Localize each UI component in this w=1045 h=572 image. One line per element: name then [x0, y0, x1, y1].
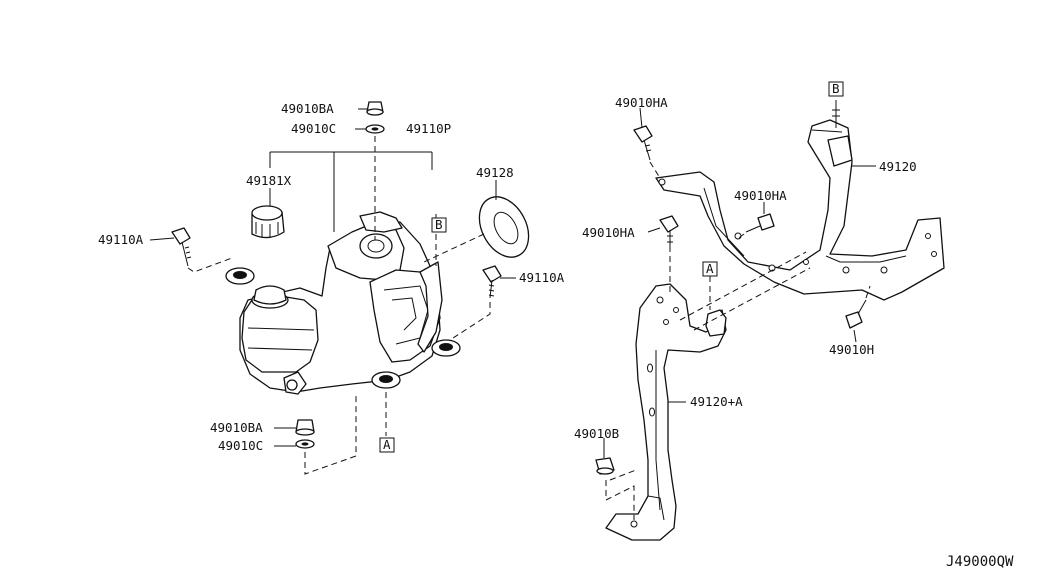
power-steering-pump-assembly: [225, 211, 461, 395]
callout-49010c-bottom: 49010C: [218, 438, 263, 453]
callout-49010ba-bottom: 49010BA: [210, 420, 263, 435]
nut-49010b: [595, 457, 615, 475]
nut-top: [366, 101, 384, 116]
callout-49120a: 49120+A: [690, 394, 743, 409]
callout-49010h: 49010H: [829, 342, 874, 357]
ref-box-b-bracket: B: [828, 81, 844, 97]
diagram-code: J49000QW: [946, 554, 1014, 570]
bolt-49010ha-mid: [745, 213, 775, 233]
ref-box-a-bracket: A: [702, 261, 718, 277]
ref-letter: B: [832, 81, 840, 96]
bolt-49010ha-left: [659, 215, 679, 252]
washer-bottom: [295, 439, 315, 449]
callout-49120: 49120: [879, 159, 917, 174]
bolt-49010ha-top: [633, 125, 653, 161]
bracket-lower: [605, 283, 727, 541]
bolt-right: [482, 265, 502, 299]
callout-49110p: 49110P: [406, 121, 451, 136]
ref-box-a-pump: A: [379, 437, 395, 453]
grommet-bottom: [371, 371, 401, 389]
ref-letter: A: [706, 261, 714, 276]
reservoir-cap: [251, 205, 285, 239]
bracket-upper: [655, 119, 945, 301]
washer-top: [365, 124, 385, 134]
callout-49010ha-top: 49010HA: [615, 95, 668, 110]
grommet-right: [431, 339, 461, 357]
seal-ring: [478, 196, 530, 258]
ref-box-b-pump: B: [431, 217, 447, 233]
callout-49181x: 49181X: [246, 173, 292, 188]
nut-bottom: [295, 419, 315, 436]
callout-49010ba-top: 49010BA: [281, 101, 334, 116]
ref-letter: A: [383, 437, 391, 452]
grommet-left: [225, 267, 255, 285]
callout-49110a-left: 49110A: [98, 232, 144, 247]
callout-49010b: 49010B: [574, 426, 619, 441]
ref-letter: B: [435, 217, 443, 232]
callout-49010c-top: 49010C: [291, 121, 336, 136]
bolt-left: [171, 227, 192, 267]
callout-49110a-right: 49110A: [519, 270, 565, 285]
callout-49128: 49128: [476, 165, 514, 180]
callout-49010ha-mid: 49010HA: [734, 188, 787, 203]
bolt-49010h: [845, 299, 867, 329]
callout-49010ha-left: 49010HA: [582, 225, 635, 240]
